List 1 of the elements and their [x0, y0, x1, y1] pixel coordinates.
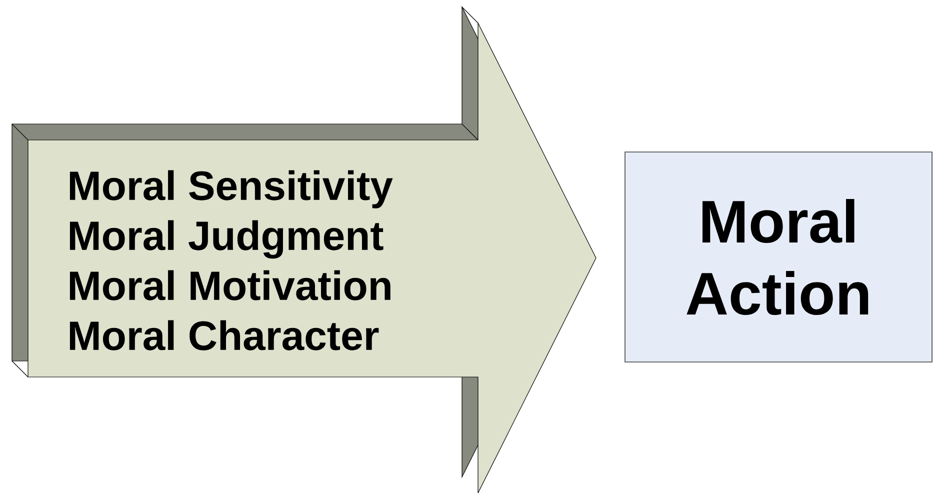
outcome-box: Moral Action [624, 152, 932, 362]
